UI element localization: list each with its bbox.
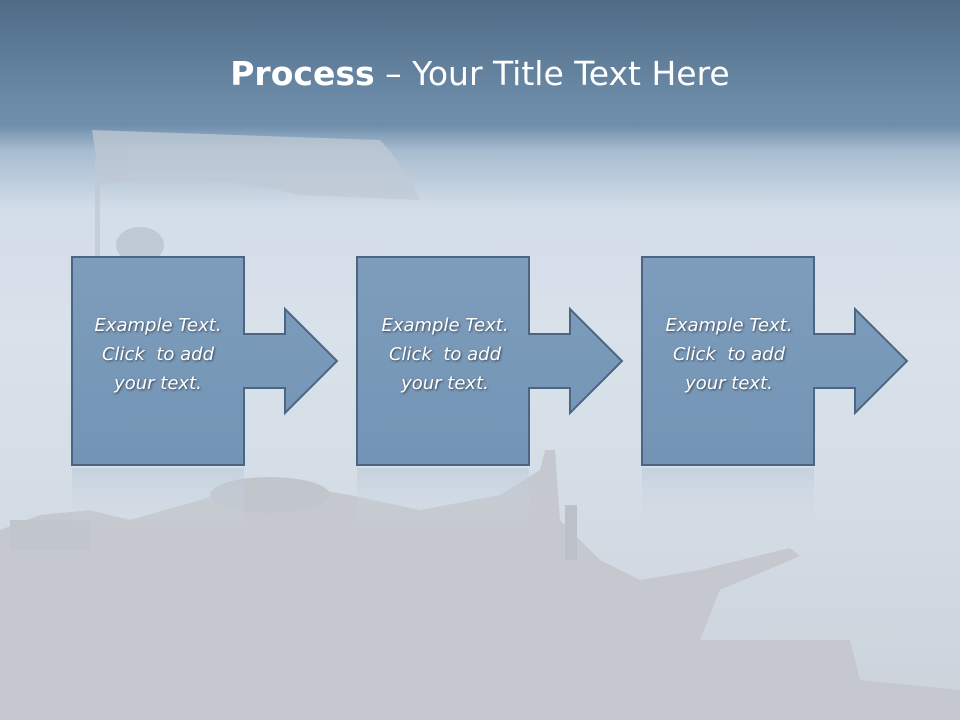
step-1-line-2: Click to add <box>101 344 214 365</box>
reflections <box>72 468 814 528</box>
flag-silhouette <box>92 130 420 260</box>
process-step-3-shape[interactable] <box>641 256 909 466</box>
step-2-line-1: Example Text. <box>381 315 509 336</box>
step-2-line-2: Click to add <box>388 344 501 365</box>
step-3-line-3: your text. <box>685 373 773 394</box>
process-step-1-text[interactable]: Example Text. Click to add your text. <box>72 311 244 398</box>
process-step-2-shape[interactable] <box>356 256 624 466</box>
step-2-line-3: your text. <box>401 373 489 394</box>
process-step-1-shape[interactable] <box>71 256 339 466</box>
process-step-3-text[interactable]: Example Text. Click to add your text. <box>643 311 815 398</box>
step-3-line-1: Example Text. <box>665 315 793 336</box>
page-title: Process – Your Title Text Here <box>0 52 960 96</box>
step-1-line-3: your text. <box>114 373 202 394</box>
step-3-line-2: Click to add <box>672 344 785 365</box>
title-rest: – Your Title Text Here <box>374 54 730 93</box>
title-bold: Process <box>230 54 375 93</box>
step-1-line-1: Example Text. <box>94 315 222 336</box>
soldier-silhouette <box>116 227 164 263</box>
process-step-2-text[interactable]: Example Text. Click to add your text. <box>359 311 531 398</box>
